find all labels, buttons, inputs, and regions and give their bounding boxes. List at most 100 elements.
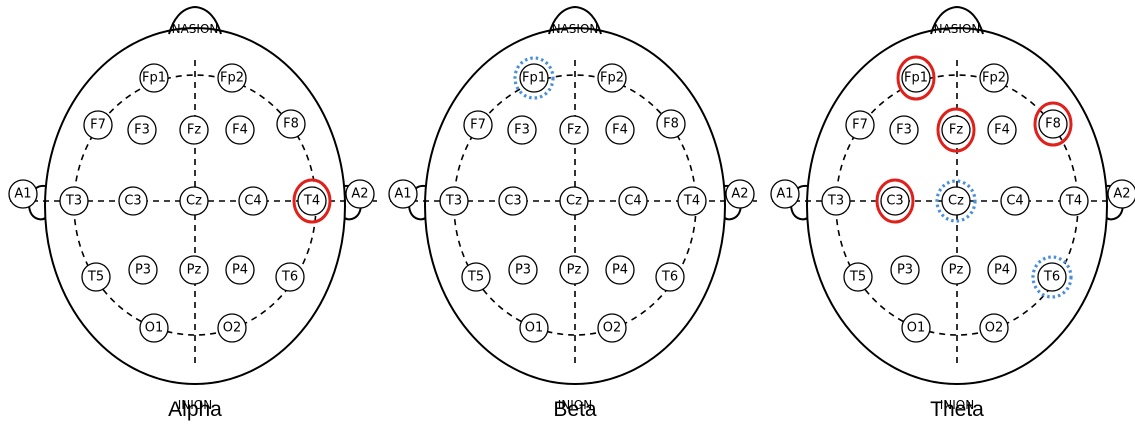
electrode-marker [81, 262, 111, 292]
electrode-f7: F7 [463, 110, 493, 140]
electrode-f3: F3 [127, 115, 157, 145]
electrode-label: A1 [776, 187, 793, 202]
electrode-label: F7 [90, 118, 106, 133]
electrode-label: F3 [134, 123, 150, 138]
electrode-o2: O2 [217, 313, 247, 343]
electrode-label: T6 [1043, 270, 1060, 285]
electrode-marker [1000, 186, 1030, 216]
electrode-t4: T4 [297, 186, 327, 216]
electrode-label: C4 [1006, 194, 1023, 209]
electrode-f4: F4 [987, 115, 1017, 145]
electrode-marker [179, 186, 209, 216]
electrode-c4: C4 [1000, 186, 1030, 216]
electrode-t4: T4 [1059, 186, 1089, 216]
electrode-fp1: Fp1 [519, 63, 549, 93]
electrode-label: F4 [612, 123, 628, 138]
electrode-label: Cz [948, 194, 964, 209]
electrode-label: Fp1 [904, 71, 928, 86]
nose-outline [930, 5, 984, 35]
electrode-marker [901, 63, 931, 93]
electrode-c4: C4 [238, 186, 268, 216]
electrode-marker [941, 115, 971, 145]
electrode-marker [597, 63, 627, 93]
electrode-p4: P4 [987, 255, 1017, 285]
electrode-label: P4 [612, 263, 628, 278]
electrode-label: F3 [896, 123, 912, 138]
electrode-label: T6 [281, 270, 298, 285]
nasion-label: NASION [172, 22, 219, 36]
highlight-solid-c3 [875, 178, 915, 224]
electrode-label: Pz [949, 263, 964, 278]
electrode-marker [1038, 109, 1068, 139]
nasion-label: NASION [552, 22, 599, 36]
highlight-dotted-fp1 [513, 56, 555, 100]
panel-caption-beta: Beta [553, 398, 597, 421]
electrode-marker [128, 255, 158, 285]
electrode-marker [276, 109, 306, 139]
electrode-marker [890, 255, 920, 285]
electrode-marker [677, 186, 707, 216]
electrode-marker [987, 255, 1017, 285]
electrode-label: O2 [603, 321, 622, 336]
electrode-label: F8 [1045, 117, 1061, 132]
electrode-label: T3 [827, 194, 844, 209]
electrode-label: F7 [470, 118, 486, 133]
electrode-label: T4 [683, 194, 700, 209]
electrode-o1: O1 [901, 313, 931, 343]
electrode-t5: T5 [81, 262, 111, 292]
electrode-f4: F4 [225, 115, 255, 145]
electrode-t3: T3 [439, 186, 469, 216]
electrode-label: C3 [886, 194, 903, 209]
electrode-label: P3 [135, 263, 151, 278]
electrode-p4: P4 [225, 255, 255, 285]
electrode-label: T3 [445, 194, 462, 209]
electrode-f8: F8 [656, 109, 686, 139]
electrode-fz: Fz [179, 115, 209, 145]
electrode-marker [461, 262, 491, 292]
electrode-label: Cz [566, 194, 582, 209]
electrode-a1: A1 [388, 179, 418, 209]
electrode-marker [179, 255, 209, 285]
electrode-marker [388, 179, 418, 209]
electrode-marker [83, 110, 113, 140]
electrode-fp2: Fp2 [217, 63, 247, 93]
electrode-label: T5 [849, 270, 866, 285]
highlight-solid-t4 [292, 178, 332, 224]
electrode-f8: F8 [1038, 109, 1068, 139]
electrode-marker [845, 110, 875, 140]
electrode-fz: Fz [559, 115, 589, 145]
electrode-marker [618, 186, 648, 216]
inion-label: INION [178, 398, 212, 412]
electrode-a2: A2 [1107, 179, 1135, 209]
electrode-fz: Fz [941, 115, 971, 145]
electrode-f3: F3 [507, 115, 537, 145]
electrode-marker [979, 63, 1009, 93]
electrode-label: P3 [515, 263, 531, 278]
highlight-solid-fp1 [896, 55, 936, 101]
electrode-fp1: Fp1 [901, 63, 931, 93]
electrode-c3: C3 [880, 186, 910, 216]
electrode-label: T3 [65, 194, 82, 209]
electrode-fp2: Fp2 [979, 63, 1009, 93]
electrode-t4: T4 [677, 186, 707, 216]
electrode-marker [217, 313, 247, 343]
electrode-fp1: Fp1 [139, 63, 169, 93]
electrode-label: Pz [187, 263, 202, 278]
electrode-label: T5 [467, 270, 484, 285]
electrode-pz: Pz [179, 255, 209, 285]
electrode-label: Fz [567, 123, 581, 138]
electrode-marker [118, 186, 148, 216]
electrode-pz: Pz [941, 255, 971, 285]
electrode-pz: Pz [559, 255, 589, 285]
highlight-dotted-t6 [1031, 255, 1073, 299]
electrode-label: O1 [907, 321, 926, 336]
electrode-f7: F7 [845, 110, 875, 140]
electrode-cz: Cz [179, 186, 209, 216]
electrode-marker [127, 115, 157, 145]
electrode-marker [8, 179, 38, 209]
electrode-label: A2 [1113, 187, 1130, 202]
electrode-label: Fp2 [220, 71, 244, 86]
